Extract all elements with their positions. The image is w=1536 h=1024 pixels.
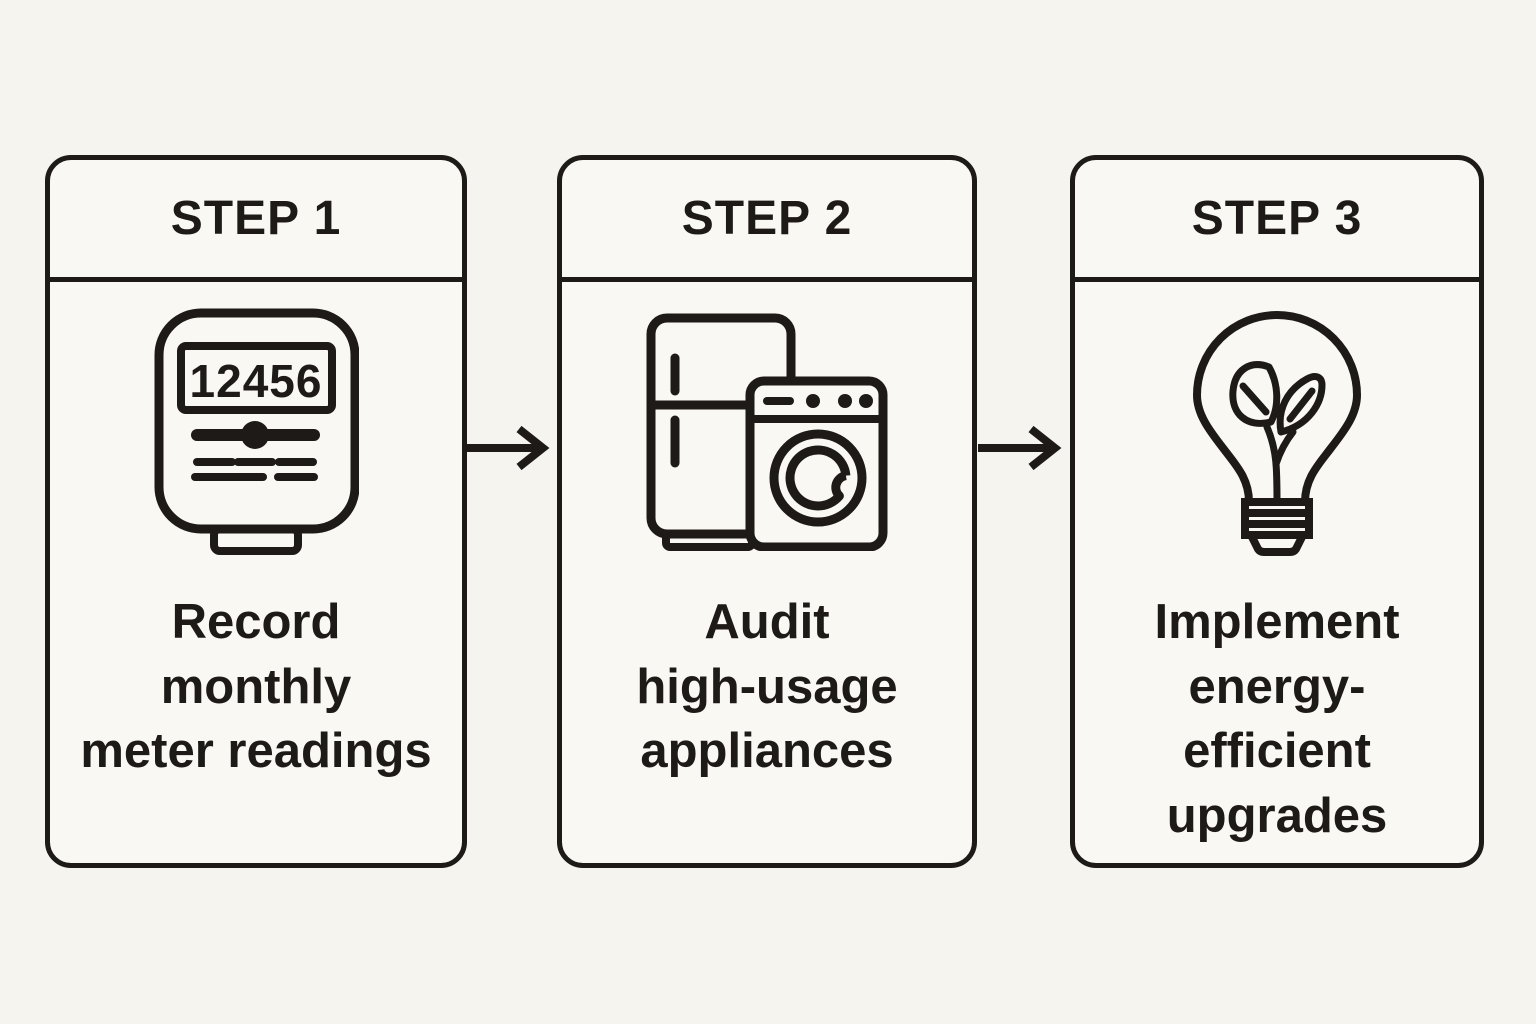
step-3-icon-area [1075,282,1479,582]
meter-reading-display: 12456 [189,355,322,407]
description-line: energy- [1188,659,1366,714]
step-1-icon-area: 12456 [50,282,462,582]
step-1-title: STEP 1 [170,192,342,245]
description-line: upgrades [1166,789,1388,844]
description-line: monthly [160,659,352,714]
description-line: Implement [1154,595,1400,649]
step-card-1: STEP 1 12456 Record monthly meter readin… [45,155,467,868]
step-2-description: Audit high-usage appliances [562,590,972,784]
arrow-right-icon [978,425,1062,471]
step-2-icon-area [562,282,972,582]
description-line: meter readings [80,724,432,779]
step-2-header: STEP 2 [562,160,972,282]
lightbulb-sprout-icon [1192,311,1362,556]
step-card-2: STEP 2 Audit high-usage appliances [557,155,977,868]
step-2-title: STEP 2 [681,192,853,245]
description-line: high-usage [636,659,898,714]
description-line: appliances [640,724,894,779]
step-3-title: STEP 3 [1191,192,1363,245]
description-line: Audit [704,595,830,649]
step-1-header: STEP 1 [50,160,462,282]
step-3-description: Implement energy- efficient upgrades [1075,590,1479,849]
arrow-right-icon [466,425,550,471]
step-1-description: Record monthly meter readings [50,590,462,784]
description-line: Record [171,595,341,649]
appliances-icon [646,313,888,551]
electric-meter-icon: 12456 [154,308,359,555]
step-card-3: STEP 3 Implement energy- efficient upgra… [1070,155,1484,868]
step-3-header: STEP 3 [1075,160,1479,282]
description-line: efficient [1183,724,1371,779]
